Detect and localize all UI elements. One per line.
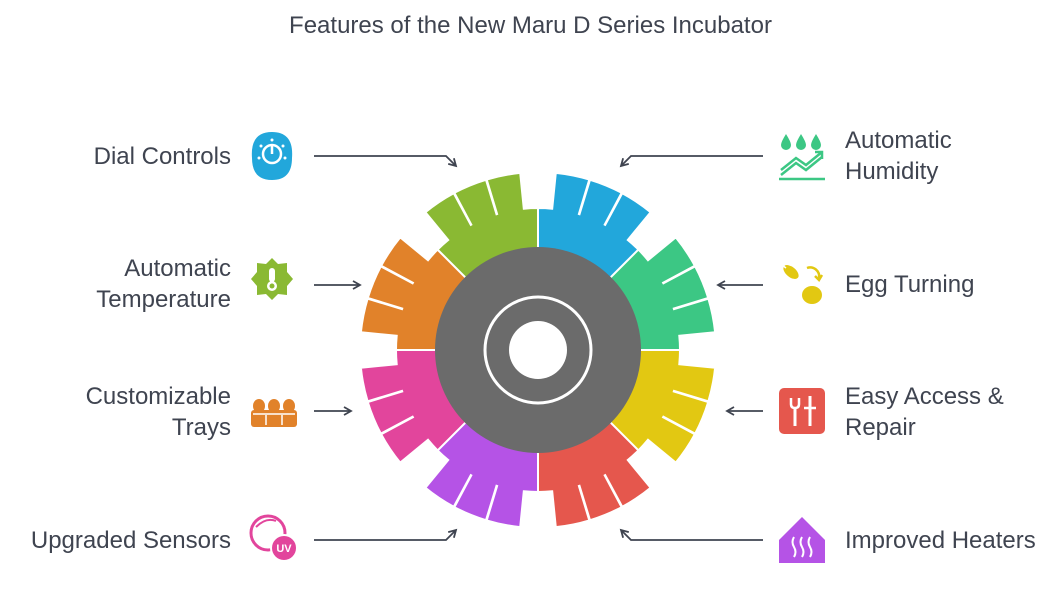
thermometer-icon — [251, 258, 293, 300]
arrow-automatic-humidity — [619, 155, 763, 168]
label-automatic-humidity: Automatic Humidity — [845, 127, 952, 185]
hub-center-hole — [509, 321, 567, 379]
tools-icon — [779, 388, 825, 434]
icons: UV — [249, 132, 825, 563]
label-egg-turning: Egg Turning — [845, 271, 975, 298]
egg-tray-icon — [251, 399, 297, 427]
heater-icon — [779, 517, 825, 563]
label-customizable-trays: Customizable Trays — [85, 383, 231, 441]
egg-turning-icon — [781, 264, 824, 304]
arrow-upgraded-sensors — [314, 528, 458, 541]
label-upgraded-sensors: Upgraded Sensors — [30, 527, 231, 554]
hub-ring — [483, 295, 593, 405]
label-easy-access-repair: Easy Access & Repair — [845, 383, 1004, 441]
gear-segments — [359, 171, 717, 529]
label-improved-heaters: Improved Heaters — [845, 527, 1036, 554]
arrows — [314, 155, 763, 541]
arrow-improved-heaters — [619, 528, 763, 541]
label-automatic-temperature: Automatic Temperature — [96, 255, 231, 313]
svg-text:UV: UV — [276, 543, 292, 555]
dial-icon — [251, 132, 293, 180]
diagram-title: Features of the New Maru D Series Incuba… — [289, 12, 772, 39]
humidity-icon — [779, 134, 825, 181]
uv-sensor-icon: UV — [249, 514, 298, 562]
label-dial-controls: Dial Controls — [93, 143, 231, 170]
arrow-dial-controls — [314, 155, 458, 168]
gear-hub — [435, 247, 641, 453]
